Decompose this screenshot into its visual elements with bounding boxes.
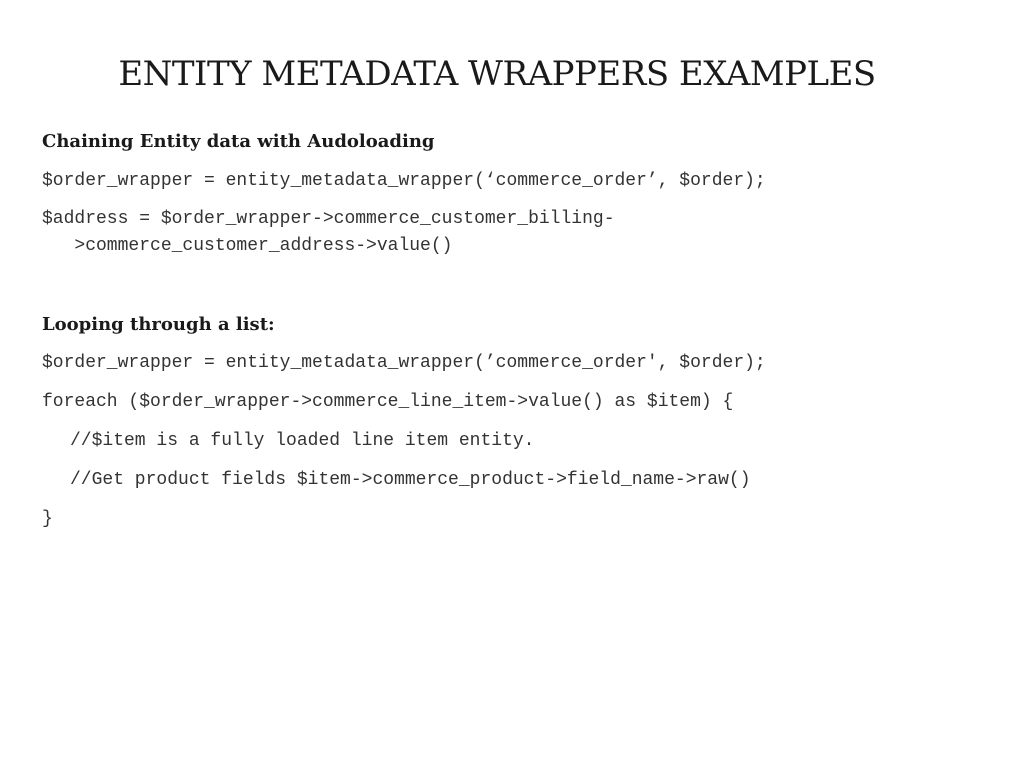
code-line-address: $address = $order_wrapper->commerce_cust… — [42, 209, 615, 229]
section-heading-chaining: Chaining Entity data with Audoloading — [42, 131, 435, 152]
slide-title: ENTITY METADATA WRAPPERS EXAMPLES — [118, 54, 876, 94]
code-line-order-wrapper: $order_wrapper = entity_metadata_wrapper… — [42, 171, 766, 191]
code-line-foreach: foreach ($order_wrapper->commerce_line_i… — [42, 392, 734, 412]
code-line-comment-item: //$item is a fully loaded line item enti… — [70, 431, 535, 451]
section-heading-looping: Looping through a list: — [42, 314, 275, 335]
code-line-closing-brace: } — [42, 509, 53, 529]
code-line-order-wrapper-2: $order_wrapper = entity_metadata_wrapper… — [42, 353, 766, 373]
code-line-comment-product: //Get product fields $item->commerce_pro… — [70, 470, 751, 490]
code-line-address-continued: >commerce_customer_address->value() — [42, 236, 453, 256]
